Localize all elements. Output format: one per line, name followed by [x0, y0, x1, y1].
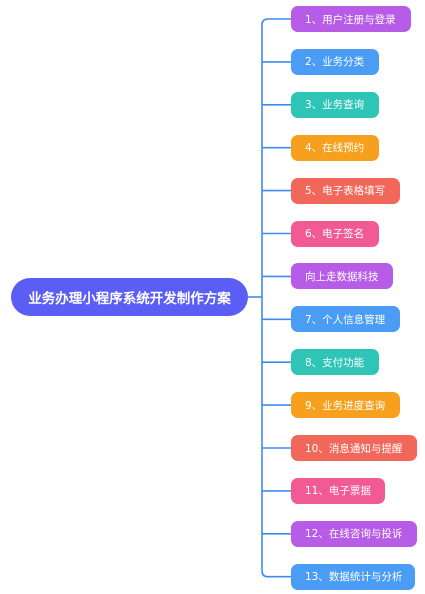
- branch-node[interactable]: 向上走数据科技: [291, 263, 393, 290]
- root-node[interactable]: 业务办理小程序系统开发制作方案: [11, 278, 248, 316]
- branch-node[interactable]: 11、电子票据: [291, 477, 385, 504]
- branch-node[interactable]: 1、用户注册与登录: [291, 6, 411, 32]
- branch-node[interactable]: 3、业务查询: [291, 91, 379, 118]
- branch-node[interactable]: 10、消息通知与提醒: [291, 435, 417, 461]
- branch-node[interactable]: 13、数据统计与分析: [291, 563, 415, 590]
- branch-node[interactable]: 5、电子表格填写: [291, 177, 400, 204]
- branch-node[interactable]: 12、在线咨询与投诉: [291, 520, 417, 547]
- branch-node[interactable]: 9、业务进度查询: [291, 392, 400, 419]
- branch-node[interactable]: 4、在线预约: [291, 134, 379, 161]
- branch-node[interactable]: 7、个人信息管理: [291, 306, 400, 333]
- branch-node[interactable]: 8、支付功能: [291, 349, 379, 376]
- branch-connector: [261, 18, 291, 26]
- branch-node[interactable]: 6、电子签名: [291, 220, 379, 247]
- branch-node[interactable]: 2、业务分类: [291, 48, 379, 75]
- branch-connector: [261, 570, 291, 578]
